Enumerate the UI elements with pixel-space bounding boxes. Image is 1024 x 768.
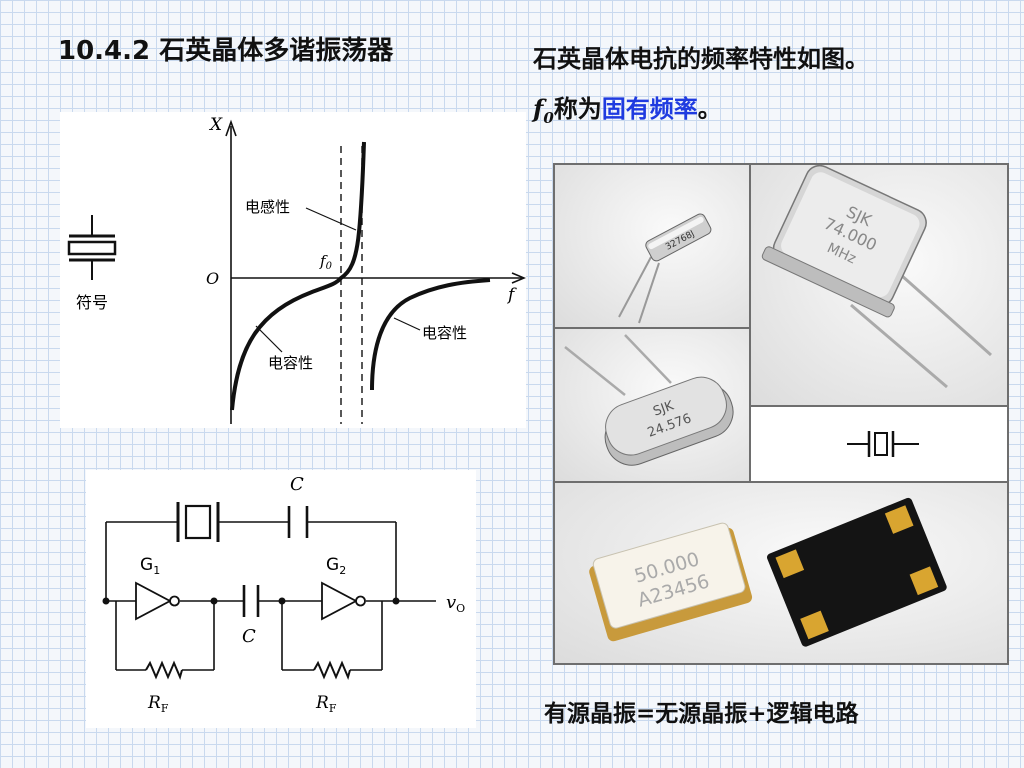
description: 石英晶体电抗的频率特性如图。 f0称为固有频率。 — [533, 34, 869, 143]
crystal-symbol-icon — [67, 215, 117, 280]
capacitor-top-label: C — [290, 474, 304, 495]
resistor-rf-1-icon — [145, 660, 183, 680]
description-line-2: f0称为固有频率。 — [533, 94, 722, 127]
y-axis-label: X — [208, 115, 223, 135]
circuit-wires — [105, 521, 436, 671]
section-title: 石英晶体多谐振荡器 — [159, 36, 394, 66]
cylinder-crystal-image: 32768J — [618, 213, 712, 324]
hc49s-line-1: SJK — [651, 398, 676, 419]
reactance-curve-left — [230, 141, 366, 411]
output-label: vO — [446, 592, 465, 615]
natural-frequency-term: 固有频率 — [601, 95, 698, 123]
photo-smd-crystals: 50.000 A23456 — [555, 483, 1007, 663]
section-number: 10.4.2 — [58, 36, 151, 66]
hc49u-crystal-image: SJK 74.000 MHz — [761, 165, 992, 389]
inductive-leader — [305, 207, 357, 231]
capacitive-left-leader — [255, 325, 283, 353]
origin-label: O — [206, 269, 219, 288]
description-line-1: 石英晶体电抗的频率特性如图。 — [533, 45, 869, 73]
f0-symbol: f0 — [533, 94, 554, 127]
reactance-graph-panel: 符号 X f O f0 电感性 电容性 电容性 — [60, 112, 527, 428]
section-heading: 10.4.2 石英晶体多谐振荡器 — [58, 30, 393, 67]
axes — [225, 119, 527, 424]
crystal-component-icon — [176, 502, 220, 542]
inverter-gate-2-icon — [321, 581, 366, 621]
inductive-label: 电感性 — [245, 198, 290, 216]
f0-label: f0 — [319, 252, 333, 272]
oscillator-circuit-panel: C C G1 G2 RF RF vO — [86, 470, 476, 728]
capacitor-top-icon — [287, 506, 309, 538]
caption: 有源晶振=无源晶振+逻辑电路 — [544, 701, 859, 727]
gate-1-label: G1 — [140, 555, 160, 577]
hc49s-crystal-image: SJK 24.576 — [564, 334, 734, 466]
photo-hc49u-crystal: SJK 74.000 MHz — [751, 165, 1007, 405]
reactance-curve-right — [370, 278, 491, 391]
photo-hc49s-crystal: SJK 24.576 — [555, 329, 749, 481]
capacitive-left-label: 电容性 — [268, 354, 313, 372]
resistor-rf-2-icon — [313, 660, 351, 680]
smd-crystals-image: 50.000 A23456 — [589, 497, 947, 647]
oscillator-circuit-diagram: C C G1 G2 RF RF vO — [102, 474, 465, 715]
gate-2-label: G2 — [326, 555, 346, 577]
crystal-symbol-small-icon — [847, 431, 919, 457]
capacitive-right-leader — [393, 317, 421, 331]
capacitor-middle-label: C — [242, 626, 256, 647]
reactance-curve-diagram: 符号 X f O f0 电感性 电容性 电容性 — [67, 115, 527, 424]
x-axis-label: f — [506, 285, 517, 305]
capacitive-right-label: 电容性 — [422, 324, 467, 342]
photo-cylinder-crystal: 32768J — [555, 165, 749, 327]
crystal-photos-panel: 32768J SJK 74.000 MHz SJK — [553, 163, 1009, 665]
resistor-rf-1-label: RF — [147, 693, 169, 715]
photo-crystal-symbol — [751, 407, 1007, 481]
junction-dots — [102, 597, 400, 605]
resistor-rf-2-label: RF — [315, 693, 337, 715]
capacitor-middle-icon — [242, 585, 260, 617]
asymptote-lines — [340, 146, 363, 424]
symbol-label: 符号 — [76, 293, 108, 312]
inverter-gate-1-icon — [135, 581, 180, 621]
